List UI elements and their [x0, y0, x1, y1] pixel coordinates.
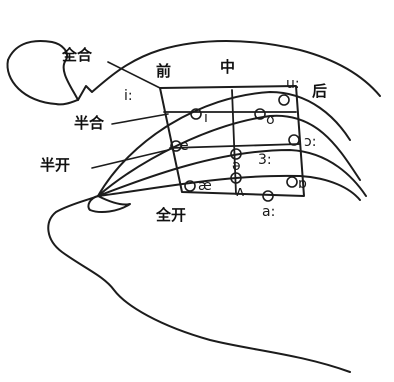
- label-front: 前: [156, 62, 171, 80]
- vowel-u-long: u:: [286, 76, 300, 92]
- open-mid-pointer: [92, 150, 168, 168]
- vowel-schwa: ə: [232, 158, 241, 174]
- vowel-marker-o-short: [287, 177, 297, 187]
- vowel-o-short: ɒ: [298, 176, 307, 192]
- tongue-arch-open: [98, 176, 360, 200]
- vowel-u-short: ʊ: [266, 112, 275, 128]
- vowel-a-long: a:: [262, 204, 275, 220]
- vowel-wedge: ʌ: [236, 184, 244, 200]
- vowel-marker-u-long: [279, 95, 289, 105]
- vowel-o-long: ɔ:: [304, 134, 316, 150]
- label-central: 中: [220, 58, 235, 76]
- vowel-e: e: [180, 138, 189, 154]
- lower-jaw-outline: [48, 196, 350, 372]
- vowel-er: 3:: [258, 152, 272, 168]
- label-open-mid: 半开: [40, 156, 70, 174]
- vowel-marker-a-long: [263, 191, 273, 201]
- close-pointer: [108, 62, 160, 88]
- tongue-tip-outline: [88, 196, 130, 212]
- vowel-ae: æ: [198, 178, 212, 194]
- label-open: 全开: [155, 206, 186, 224]
- vowel-i-long: i:: [124, 88, 133, 104]
- label-close-mid: 半合: [74, 114, 105, 132]
- close-mid-pointer: [112, 114, 168, 124]
- vowel-i-short: ı: [204, 110, 208, 126]
- label-back: 后: [312, 82, 327, 100]
- label-close: 全合: [61, 46, 93, 64]
